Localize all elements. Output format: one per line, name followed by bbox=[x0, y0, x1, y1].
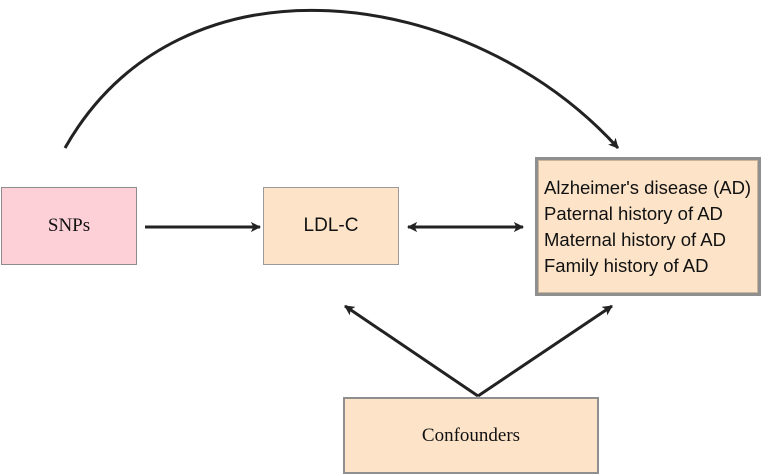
ldl-c-label: LDL-C bbox=[303, 215, 359, 236]
outcome-item: Alzheimer's disease (AD) bbox=[544, 176, 752, 198]
snps-box: SNPs bbox=[1, 187, 137, 265]
alzheimers-outcomes-box: Alzheimer's disease (AD) Paternal histor… bbox=[535, 157, 761, 296]
arrow-snps-to-ad-curve bbox=[63, 8, 620, 150]
outcome-item: Maternal history of AD bbox=[544, 228, 726, 250]
snps-label: SNPs bbox=[47, 215, 91, 236]
confounders-box: Confounders bbox=[343, 397, 599, 474]
outcome-item: Paternal history of AD bbox=[544, 202, 723, 224]
outcome-item: Family history of AD bbox=[544, 254, 709, 276]
arrow-confounders-to-ldl bbox=[344, 304, 479, 398]
outcome-list: Alzheimer's disease (AD) Paternal histor… bbox=[544, 175, 751, 279]
ldl-c-box: LDL-C bbox=[263, 187, 399, 265]
confounders-label: Confounders bbox=[421, 424, 521, 446]
arrow-confounders-to-ad bbox=[477, 304, 613, 398]
